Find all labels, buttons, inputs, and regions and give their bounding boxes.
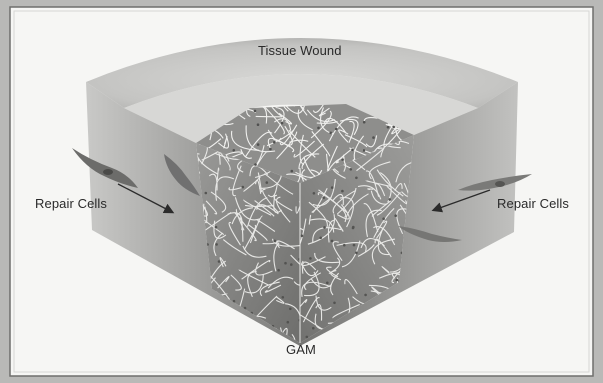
matrix-cell-dot: [335, 128, 338, 131]
matrix-cell-dot: [322, 197, 325, 200]
matrix-cell-dot: [341, 190, 344, 193]
matrix-cell-dot: [282, 296, 285, 299]
matrix-cell-dot: [387, 126, 390, 129]
matrix-cell-dot: [363, 121, 366, 124]
matrix-cell-dot: [233, 149, 236, 152]
matrix-cell-dot: [326, 282, 329, 285]
matrix-cell-dot: [291, 170, 294, 173]
matrix-cell-dot: [301, 234, 304, 237]
matrix-cell-dot: [331, 186, 334, 189]
matrix-cell-dot: [382, 217, 385, 220]
matrix-cell-dot: [388, 198, 391, 201]
matrix-cell-dot: [396, 279, 399, 282]
matrix-cell-dot: [257, 143, 260, 146]
matrix-cell-dot: [331, 240, 334, 243]
matrix-cell-dot: [313, 192, 316, 195]
matrix-cell-dot: [273, 240, 276, 243]
matrix-cell-dot: [333, 302, 336, 305]
matrix-cell-dot: [341, 158, 344, 161]
matrix-cell-dot: [284, 262, 287, 265]
matrix-cell-dot: [277, 269, 280, 272]
matrix-cell-dot: [355, 252, 358, 255]
matrix-cell-dot: [355, 177, 358, 180]
label-repair-cells-left: Repair Cells: [35, 196, 107, 211]
matrix-cell-dot: [205, 192, 208, 195]
matrix-cell-dot: [273, 141, 276, 144]
matrix-cell-dot: [266, 181, 269, 184]
matrix-cell-dot: [312, 327, 315, 330]
matrix-cell-dot: [343, 244, 346, 247]
matrix-cell-dot: [309, 257, 312, 260]
matrix-cell-dot: [290, 263, 293, 266]
matrix-cell-dot: [218, 260, 221, 263]
matrix-cell-dot: [306, 336, 309, 339]
matrix-cell-dot: [289, 308, 292, 311]
matrix-cell-dot: [329, 132, 332, 135]
matrix-cell-dot: [372, 136, 375, 139]
matrix-cell-dot: [351, 149, 354, 152]
matrix-cell-dot: [317, 127, 320, 130]
matrix-cell-dot: [287, 321, 290, 324]
matrix-cell-dot: [254, 110, 257, 113]
matrix-cell-dot: [394, 214, 397, 217]
label-tissue-wound: Tissue Wound: [258, 43, 342, 58]
matrix-cell-dot: [319, 237, 322, 240]
matrix-cell-dot: [323, 226, 326, 229]
matrix-cell-dot: [350, 168, 353, 171]
matrix-cell-dot: [257, 123, 260, 126]
matrix-cell-dot: [215, 243, 218, 246]
matrix-cell-dot: [364, 294, 367, 297]
matrix-cell-dot: [352, 227, 355, 230]
matrix-cell-dot: [254, 163, 257, 166]
matrix-cell-dot: [269, 148, 272, 151]
matrix-cell-dot: [281, 122, 284, 125]
matrix-cell-dot: [363, 149, 366, 152]
matrix-cell-dot: [215, 226, 218, 229]
matrix-fiber: [368, 189, 374, 190]
matrix-cell-dot: [353, 244, 356, 247]
label-gam: GAM: [286, 342, 316, 357]
matrix-cell-dot: [242, 186, 245, 189]
label-repair-cells-right: Repair Cells: [497, 196, 569, 211]
